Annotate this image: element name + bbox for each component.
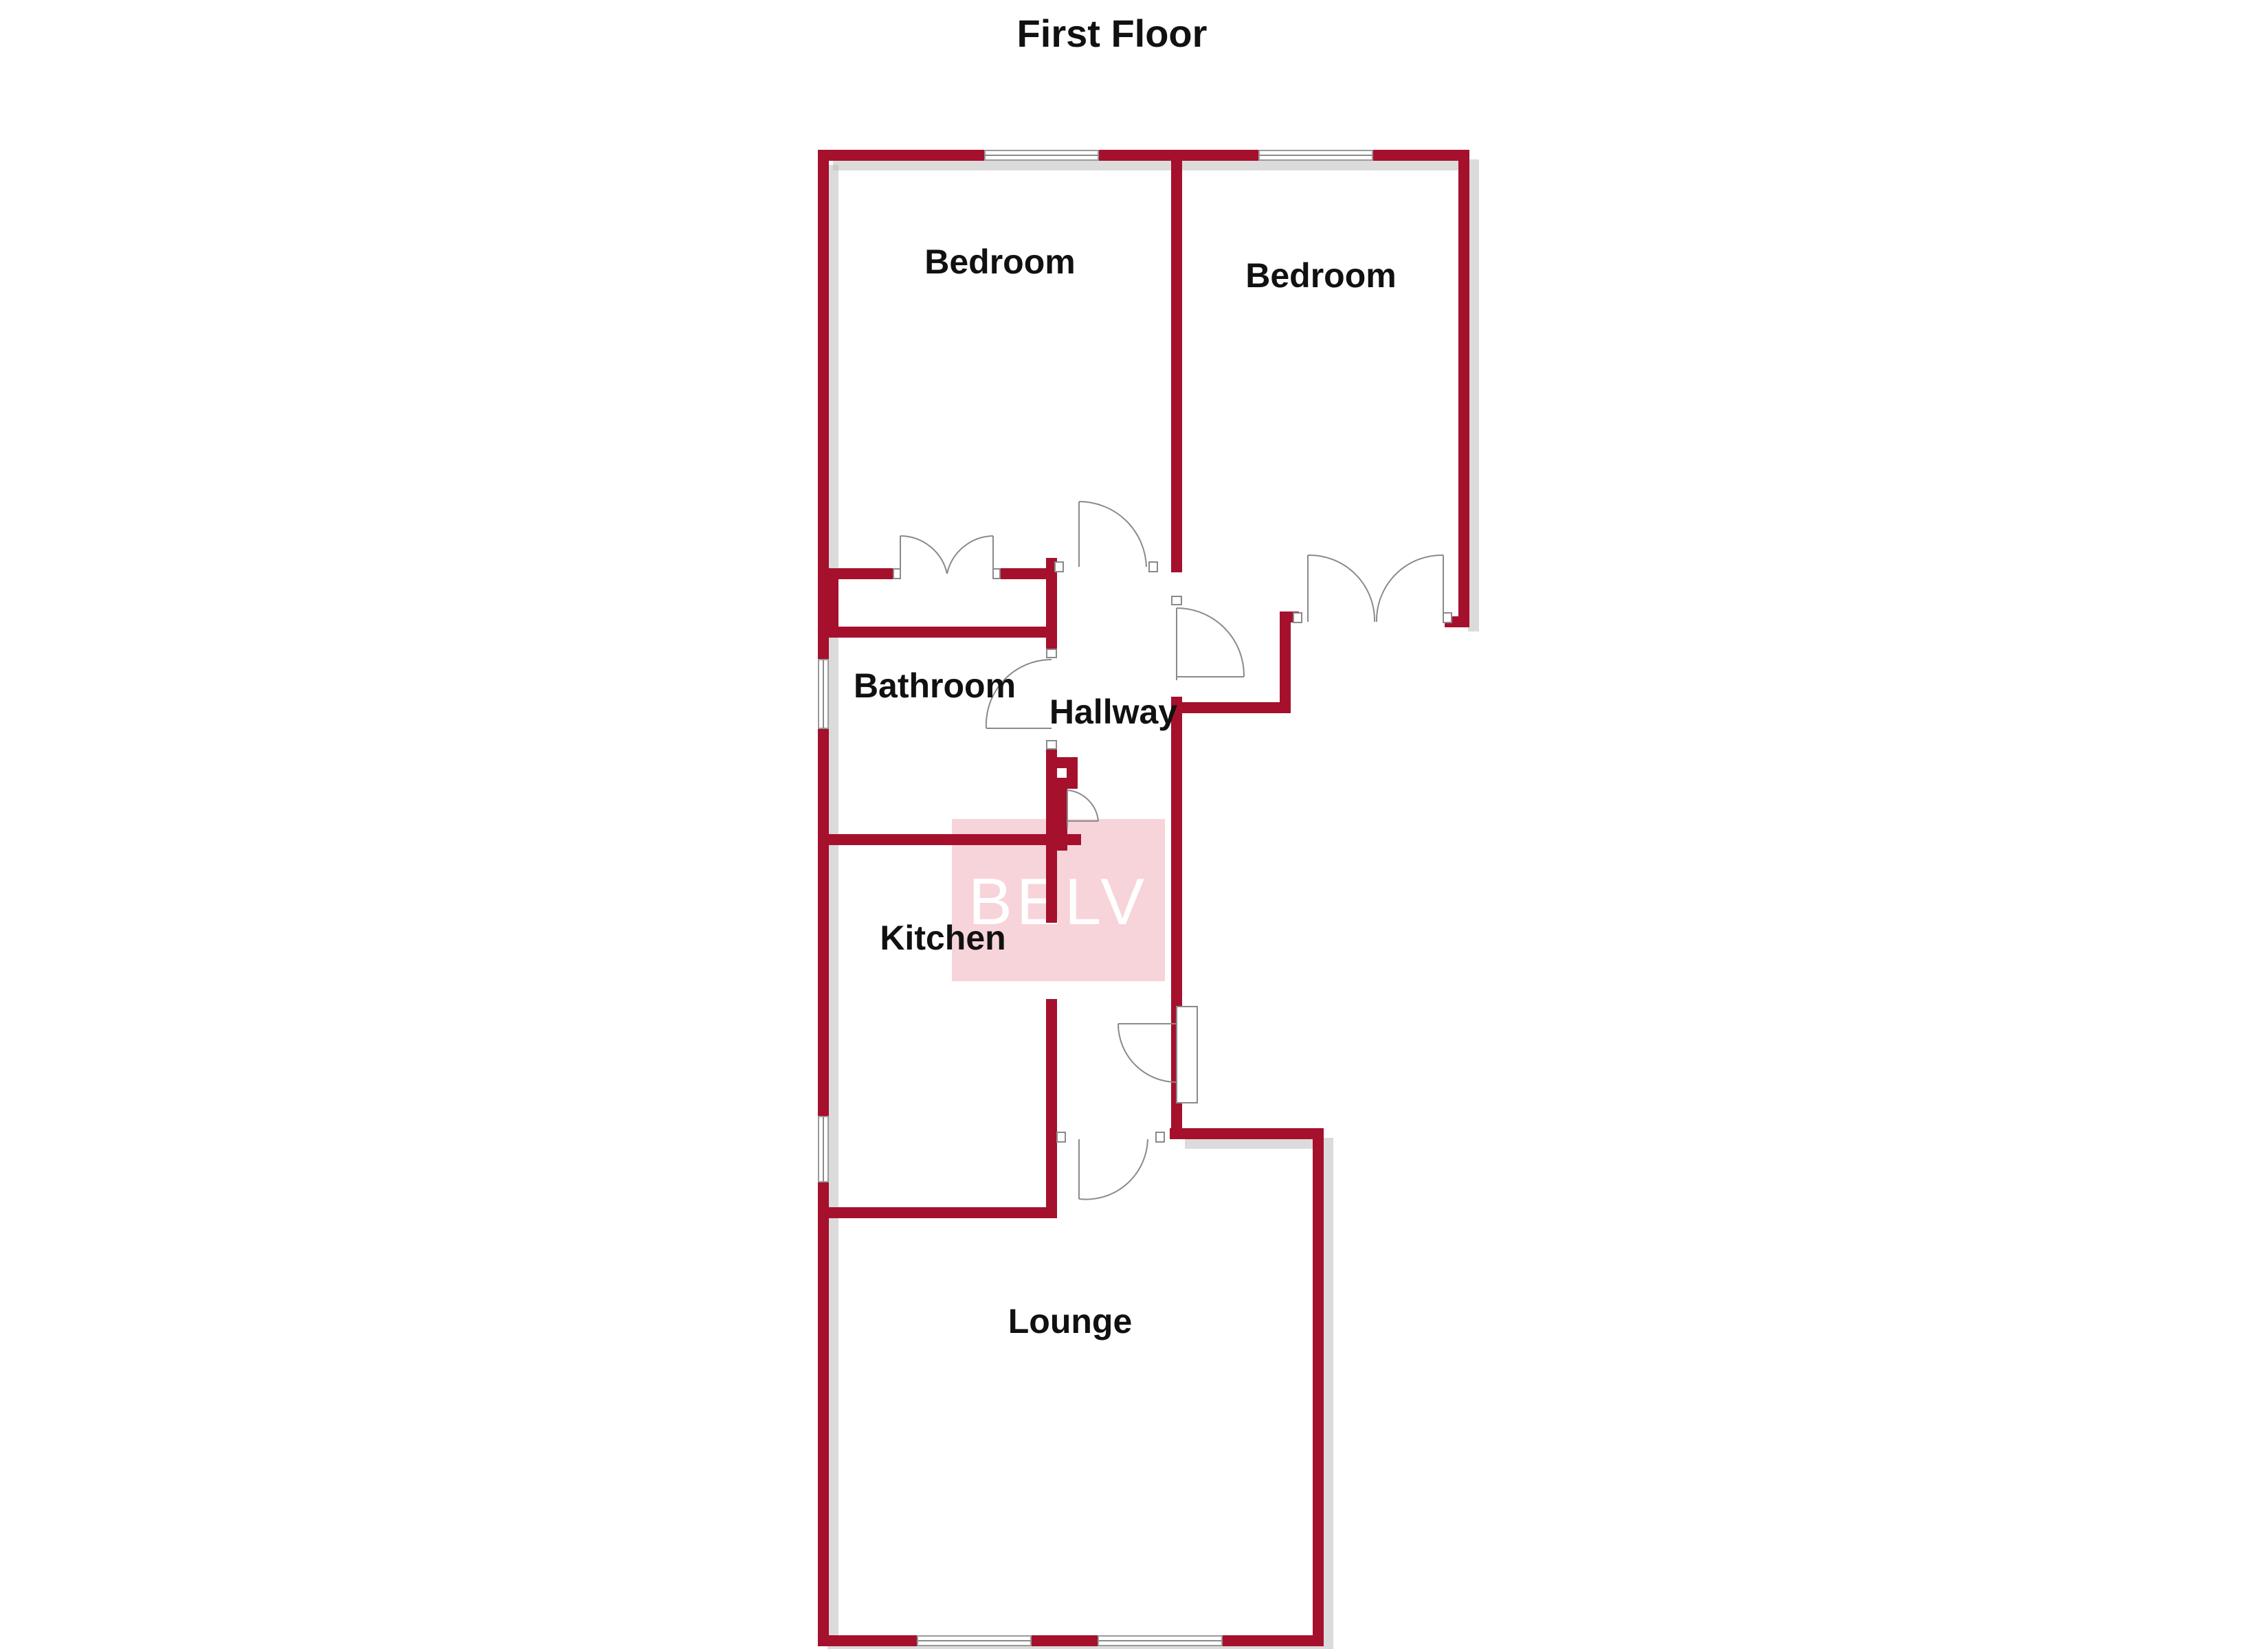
bedroom2-double-door <box>1293 554 1452 623</box>
floor-title: First Floor <box>1017 12 1208 55</box>
room-label-hallway: Hallway <box>1049 693 1177 731</box>
kitchen-right-wall <box>818 999 1057 1218</box>
room-label-bathroom: Bathroom <box>854 666 1016 705</box>
cupboard-double-door <box>893 535 1001 579</box>
room-label-bedroom-1: Bedroom <box>924 243 1075 281</box>
airing-cupboard-wall <box>1046 757 1078 851</box>
outer-wall-right-lounge <box>1170 1128 1324 1646</box>
wall-shadows <box>827 159 1479 1649</box>
walls <box>818 150 1469 1646</box>
room-label-kitchen: Kitchen <box>880 919 1005 957</box>
entrance-door <box>1118 1006 1198 1103</box>
bedroom2-door <box>1171 596 1245 680</box>
bedroom2-bottom-wall <box>1171 612 1299 713</box>
bathroom-door <box>985 649 1057 750</box>
doors <box>893 501 1452 1200</box>
lounge-door <box>1056 1132 1165 1200</box>
windows <box>818 150 1373 1646</box>
room-labels: Bedroom Bedroom Bathroom Hallway Kitchen… <box>854 243 1397 1340</box>
bedroom1-door <box>1054 501 1158 572</box>
outer-wall-right-bedroom <box>1445 150 1469 627</box>
room-label-lounge: Lounge <box>1008 1302 1133 1340</box>
room-label-bedroom-2: Bedroom <box>1245 256 1396 295</box>
airing-cupboard-door <box>1067 789 1099 828</box>
